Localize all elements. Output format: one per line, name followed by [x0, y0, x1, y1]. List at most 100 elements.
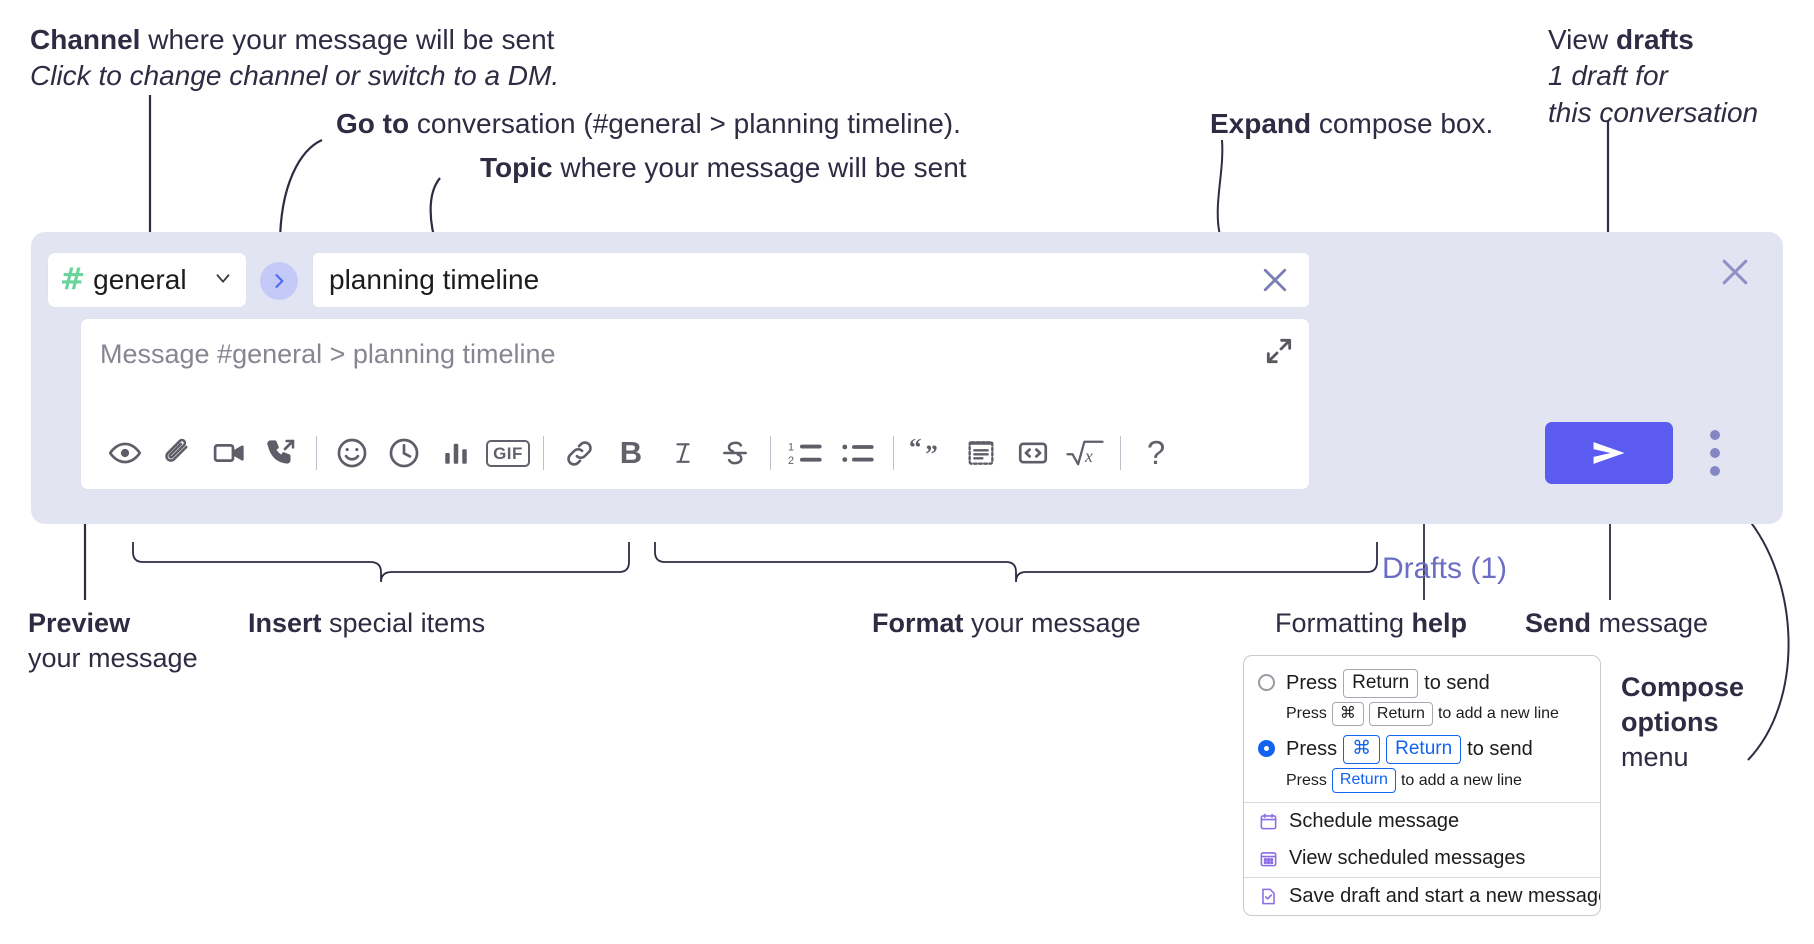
key-return: Return [1343, 669, 1419, 698]
annotation-insert: Insert special items [248, 606, 485, 641]
topic-input[interactable]: planning timeline [312, 252, 1310, 308]
blockquote-icon[interactable]: “” [903, 427, 955, 479]
code-icon[interactable] [1007, 427, 1059, 479]
annotation-expand: Expand compose box. [1210, 106, 1493, 142]
topic-value: planning timeline [329, 264, 540, 295]
menu-item-label: Schedule message [1289, 809, 1460, 832]
send-paper-plane-icon [1593, 442, 1625, 464]
toolbar-divider [770, 436, 771, 470]
link-icon[interactable] [553, 427, 605, 479]
help-label: ? [1146, 434, 1166, 471]
goto-conversation-button[interactable] [260, 262, 298, 300]
annotation-channel-bold: Channel [30, 24, 141, 55]
annotation-format-rest: your message [963, 608, 1141, 638]
annotation-insert-bold: Insert [248, 608, 322, 638]
menu-option-cmd-return-to-send[interactable]: Press ⌘ Return to send Press Return to a… [1244, 735, 1600, 801]
option-main-line: Press ⌘ Return to send [1286, 735, 1586, 765]
annotation-topic: Topic where your message will be sent [480, 150, 967, 186]
key-return: Return [1331, 768, 1396, 793]
annotation-channel-rest: where your message will be sent [140, 24, 555, 55]
annotation-channel-sub: Click to change channel or switch to a D… [30, 60, 560, 92]
close-compose-button[interactable] [1715, 252, 1755, 297]
annotation-compose-options-l1: Compose [1621, 672, 1745, 702]
radio-icon-selected[interactable] [1258, 740, 1275, 758]
latex-icon[interactable]: x [1059, 427, 1111, 479]
annotation-goto: Go to conversation (#general > planning … [336, 106, 961, 142]
emoji-icon[interactable] [326, 427, 378, 479]
annotation-goto-rest: conversation (#general > planning timeli… [409, 108, 961, 139]
menu-item-schedule-message[interactable]: Schedule message [1244, 803, 1600, 840]
annotation-goto-bold: Go to [336, 108, 410, 139]
video-clip-icon[interactable] [203, 427, 255, 479]
toolbar-divider [893, 436, 894, 470]
option-sub-line: Press ⌘ Return to add a new line [1286, 701, 1586, 727]
annotation-drafts-sub2: this conversation [1548, 96, 1759, 128]
menu-divider [1244, 801, 1600, 803]
formatting-toolbar: GIF B [82, 419, 1309, 487]
toolbar-divider [316, 436, 317, 470]
annotation-format-bold: Format [872, 608, 964, 638]
menu-item-save-draft[interactable]: Save draft and start a new message [1244, 878, 1600, 915]
calendar-grid-icon [1258, 848, 1278, 868]
annotation-help-bold: help [1411, 608, 1468, 638]
menu-item-view-scheduled[interactable]: View scheduled messages [1244, 840, 1600, 877]
key-command: ⌘ [1331, 701, 1364, 727]
formatting-help-icon[interactable]: ? [1130, 427, 1182, 479]
annotation-expand-bold: Expand [1210, 108, 1312, 139]
channel-selector[interactable]: # general [47, 252, 247, 308]
audio-clip-icon[interactable] [255, 427, 307, 479]
close-icon [1722, 259, 1748, 285]
mention-time-icon[interactable] [378, 427, 430, 479]
hash-icon: # [60, 262, 86, 297]
bold-label: B [619, 435, 643, 470]
more-vertical-icon [1710, 448, 1720, 458]
toolbar-divider [543, 436, 544, 470]
annotation-preview-bold: Preview [28, 608, 131, 638]
annotation-topic-bold: Topic [480, 152, 553, 183]
compose-options-button[interactable] [1710, 430, 1720, 476]
key-command: ⌘ [1343, 735, 1381, 765]
menu-option-return-to-send[interactable]: Press Return to send Press ⌘ Return to a… [1244, 656, 1600, 735]
more-vertical-icon [1710, 466, 1720, 476]
option-sub-pre: Press [1286, 705, 1327, 723]
topic-clear-button[interactable] [1257, 262, 1293, 298]
preview-icon[interactable] [99, 427, 151, 479]
gif-label: GIF [486, 439, 530, 467]
annotation-insert-rest: special items [321, 608, 486, 638]
channel-name: general [93, 264, 187, 295]
radio-icon[interactable] [1258, 674, 1275, 691]
annotation-drafts-bold: drafts [1615, 24, 1694, 55]
gif-icon[interactable]: GIF [482, 427, 534, 479]
option-main-line: Press Return to send [1286, 669, 1586, 698]
annotation-formatting-help: Formatting help [1275, 606, 1467, 641]
annotation-channel: Channel where your message will be sent … [30, 22, 559, 95]
bulleted-list-icon[interactable] [832, 427, 884, 479]
poll-icon[interactable] [430, 427, 482, 479]
annotation-send: Send message [1525, 606, 1708, 641]
attachment-icon[interactable] [151, 427, 203, 479]
compose-box: # general planning timeline Message #gen… [31, 232, 1783, 585]
bold-icon[interactable]: B [605, 427, 657, 479]
annotation-compose-options-l2: options [1621, 707, 1719, 738]
expand-compose-button[interactable] [1263, 335, 1295, 372]
option-sub-post: to add a new line [1400, 771, 1522, 789]
send-button[interactable] [1545, 422, 1673, 484]
close-icon [1263, 268, 1287, 292]
annotation-preview-sub: your message [28, 643, 198, 674]
strikethrough-icon[interactable] [709, 427, 761, 479]
toolbar-divider [1120, 436, 1121, 470]
code-block-icon[interactable] [955, 427, 1007, 479]
annotation-drafts-sub1: 1 draft for [1548, 60, 1668, 92]
annotation-compose-options-l3: menu [1621, 742, 1689, 773]
option-sub-post: to add a new line [1437, 705, 1559, 723]
message-placeholder: Message #general > planning timeline [100, 339, 556, 369]
drafts-link[interactable]: Drafts (1) [1381, 552, 1507, 585]
calendar-schedule-icon [1258, 811, 1278, 831]
italic-icon[interactable] [657, 427, 709, 479]
option-sub-line: Press Return to add a new line [1286, 768, 1586, 793]
chevron-down-icon [212, 267, 234, 294]
option-sub-pre: Press [1286, 771, 1327, 789]
message-input[interactable]: Message #general > planning timeline [80, 318, 1310, 490]
